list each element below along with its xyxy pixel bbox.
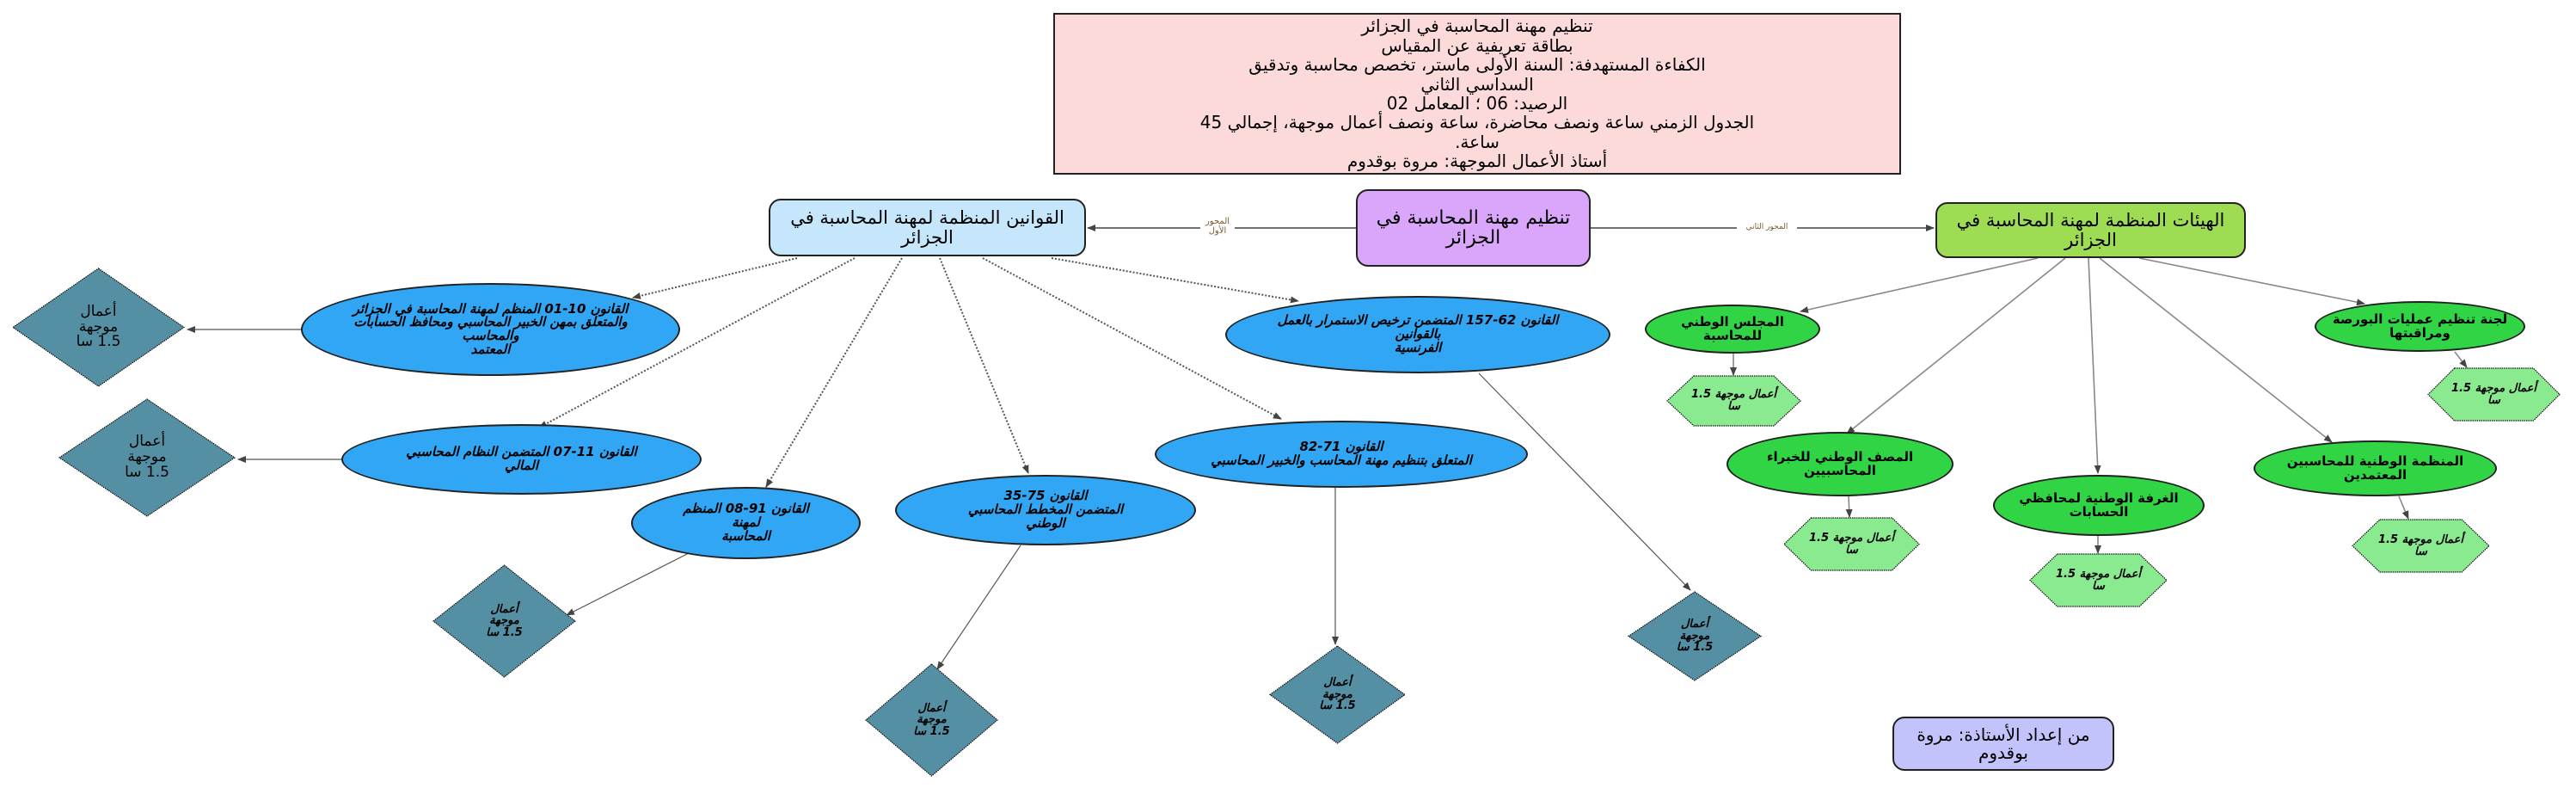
module-info-text: تنظيم مهنة المحاسبة في الجزائر بطاقة تعر… <box>1199 15 1755 172</box>
tutorial-label: أعمال موجهة 1.5 سا <box>2055 567 2142 593</box>
edge-laws-to-law-2 <box>538 257 856 428</box>
module-info-card: تنظيم مهنة المحاسبة في الجزائر بطاقة تعر… <box>1053 13 1901 175</box>
tutorial-label: أعمال موجهة 1.5 سا <box>1690 388 1777 413</box>
bodies-branch-label: الهيئات المنظمة لمهنة المحاسبة في الجزائ… <box>1956 210 2225 250</box>
tutorial-label: أعمال موجهة 1.5 سا <box>486 602 523 639</box>
edge-bodies-to-body-3 <box>2088 257 2101 474</box>
tutorial-label: أعمال موجهة 1.5 سا <box>913 701 950 738</box>
edge-law-3-to-tutorial <box>566 551 691 616</box>
author-credit-label: من إعداد الأستاذة: مروة بوقدوم <box>1917 723 2090 763</box>
law-node-62-157[interactable]: القانون 62-157 المتضمن ترخيص الاستمرار ب… <box>1225 296 1610 373</box>
edge-bodies-to-body-4 <box>2099 257 2333 443</box>
edge-law-4-to-tutorial <box>936 545 1021 670</box>
tutorial-hexagon-4[interactable]: أعمال موجهة 1.5 سا <box>2352 520 2489 572</box>
tutorial-diamond-1[interactable]: أعمال موجهة 1.5 سا <box>13 268 184 386</box>
tutorial-diamond-3[interactable]: أعمال موجهة 1.5 سا <box>433 565 575 677</box>
body-node-national-accounting-council[interactable]: المجلس الوطني للمحاسبة <box>1645 305 1820 354</box>
laws-branch-node[interactable]: القوانين المنظمة لمهنة المحاسبة في الجزا… <box>769 199 1086 256</box>
edge-law-6-to-tutorial <box>1478 372 1691 591</box>
tutorial-diamond-5[interactable]: أعمال موجهة 1.5 سا <box>1270 646 1405 743</box>
tutorial-hexagon-1[interactable]: أعمال موجهة 1.5 سا <box>1667 376 1800 426</box>
edge-laws-to-law-6 <box>1051 257 1299 304</box>
tutorial-hexagon-2[interactable]: أعمال موجهة 1.5 سا <box>1784 518 1919 570</box>
bodies-branch-node[interactable]: الهيئات المنظمة لمهنة المحاسبة في الجزائ… <box>1935 202 2246 258</box>
law-label: القانون 62-157 المتضمن ترخيص الاستمرار ب… <box>1277 312 1559 355</box>
law-label: القانون 91-08 المنظم لمهنة المحاسبة <box>683 501 809 544</box>
edge-label-first-axis: المحور الأول <box>1200 217 1235 236</box>
tutorial-label: أعمال موجهة 1.5 سا <box>1676 618 1714 655</box>
law-node-75-35[interactable]: القانون 75-35 المتضمن المخطط المحاسبي ال… <box>895 475 1196 545</box>
tutorial-label: أعمال موجهة 1.5 سا <box>2450 381 2537 407</box>
edge-laws-to-law-5 <box>982 257 1282 420</box>
central-topic-node[interactable]: تنظيم مهنة المحاسبة في الجزائر <box>1356 189 1591 267</box>
edge-laws-to-law-4 <box>939 257 1029 474</box>
law-label: القانون 75-35 المتضمن المخطط المحاسبي ال… <box>967 488 1124 531</box>
tutorial-label: أعمال موجهة 1.5 سا <box>1808 531 1895 557</box>
body-label: المنظمة الوطنية للمحاسبين المعتمدين <box>2286 452 2464 483</box>
tutorial-label: أعمال موجهة 1.5 سا <box>125 433 169 481</box>
edge-laws-to-law-3 <box>765 257 903 488</box>
body-node-auditors-chamber[interactable]: الغرفة الوطنية لمحافظي الحسابات <box>1993 475 2205 536</box>
body-node-certified-accountants[interactable]: المنظمة الوطنية للمحاسبين المعتمدين <box>2254 440 2497 496</box>
law-node-91-08[interactable]: القانون 91-08 المنظم لمهنة المحاسبة <box>631 487 861 559</box>
body-node-expert-accountants[interactable]: المصف الوطني للخبراء المحاسبيين <box>1727 432 1953 496</box>
edge-body-4-to-tutorial <box>2398 496 2409 520</box>
tutorial-diamond-4[interactable]: أعمال موجهة 1.5 سا <box>866 664 997 776</box>
tutorial-diamond-6[interactable]: أعمال موجهة 1.5 سا <box>1628 592 1761 680</box>
tutorial-hexagon-5[interactable]: أعمال موجهة 1.5 سا <box>2428 368 2560 421</box>
body-label: لجنة تنظيم عمليات البورصة ومراقبتها <box>2332 311 2508 341</box>
body-label: المصف الوطني للخبراء المحاسبيين <box>1766 448 1914 478</box>
body-label: الغرفة الوطنية لمحافظي الحسابات <box>2019 489 2179 520</box>
edge-laws-to-law-1 <box>632 257 798 299</box>
central-topic-label: تنظيم مهنة المحاسبة في الجزائر <box>1376 206 1571 249</box>
law-label: القانون 10-01 المنظم لمهنة المحاسبة في ا… <box>353 300 629 357</box>
laws-branch-label: القوانين المنظمة لمهنة المحاسبة في الجزا… <box>790 207 1064 248</box>
body-label: المجلس الوطني للمحاسبة <box>1681 313 1784 343</box>
author-credit-box: من إعداد الأستاذة: مروة بوقدوم <box>1892 717 2114 771</box>
edge-body-5-to-tutorial <box>2454 351 2468 368</box>
law-label: القانون 71-82 المتعلق بتنظيم مهنة المحاس… <box>1211 439 1472 468</box>
tutorial-hexagon-3[interactable]: أعمال موجهة 1.5 سا <box>2030 554 2167 606</box>
edge-bodies-to-body-1 <box>1800 257 2039 313</box>
edge-label-second-axis: المحور الثاني <box>1737 223 1797 232</box>
body-node-stock-exchange-committee[interactable]: لجنة تنظيم عمليات البورصة ومراقبتها <box>2315 301 2525 352</box>
edge-bodies-to-body-5 <box>2138 257 2365 306</box>
tutorial-diamond-2[interactable]: أعمال موجهة 1.5 سا <box>59 399 235 516</box>
tutorial-label: أعمال موجهة 1.5 سا <box>76 302 121 351</box>
edge-bodies-to-body-2 <box>1846 257 2066 434</box>
tutorial-label: أعمال موجهة 1.5 سا <box>1319 676 1356 713</box>
law-node-71-82[interactable]: القانون 71-82 المتعلق بتنظيم مهنة المحاس… <box>1155 421 1528 488</box>
law-label: القانون 11-07 المتضمن النظام المحاسبي ال… <box>406 444 637 473</box>
law-node-07-11[interactable]: القانون 11-07 المتضمن النظام المحاسبي ال… <box>341 424 702 495</box>
tutorial-label: أعمال موجهة 1.5 سا <box>2377 533 2464 558</box>
law-node-10-01[interactable]: القانون 10-01 المنظم لمهنة المحاسبة في ا… <box>301 283 680 376</box>
